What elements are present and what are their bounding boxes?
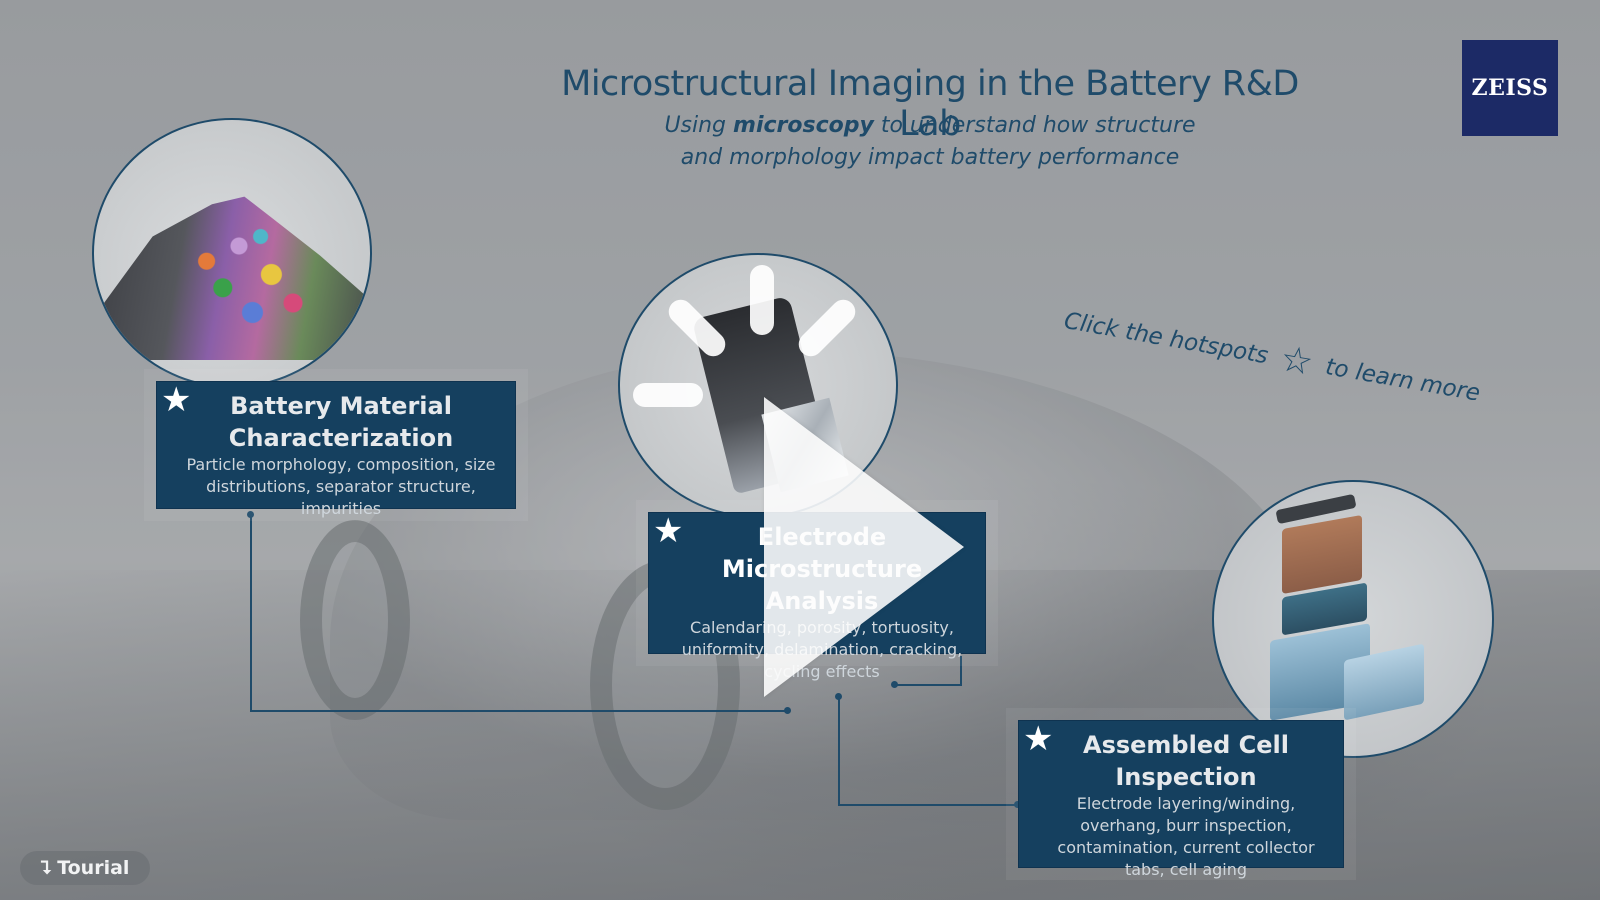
connector-dot bbox=[247, 511, 254, 518]
subtitle-pre: Using bbox=[664, 113, 727, 138]
spinner-ray bbox=[750, 265, 774, 335]
star-icon[interactable]: ★ bbox=[161, 380, 192, 420]
connector-line bbox=[838, 696, 840, 806]
zeiss-logo: ZEISS bbox=[1462, 40, 1558, 136]
hotspot-material-characterization[interactable]: ★ Battery Material Characterization Part… bbox=[156, 380, 516, 518]
connector-line bbox=[250, 514, 252, 712]
hotspot-heading: Assembled Cell Inspection bbox=[1083, 731, 1289, 791]
page-title: Microstructural Imaging in the Battery R… bbox=[561, 64, 1299, 144]
star-outline-icon: ☆ bbox=[1277, 338, 1317, 385]
connector-line bbox=[250, 710, 788, 712]
tourial-badge[interactable]: ⮧ Tourial bbox=[20, 851, 150, 885]
spinner-ray bbox=[663, 294, 731, 362]
connector-dot bbox=[784, 707, 791, 714]
hotspot-heading: Battery Material Characterization bbox=[228, 392, 454, 452]
subtitle-bold: microscopy bbox=[733, 113, 874, 138]
tourial-label: Tourial bbox=[57, 857, 130, 879]
assembled-cell-image bbox=[1212, 480, 1494, 758]
hotspot-description: Particle morphology, composition, size d… bbox=[186, 455, 496, 518]
cell-layer-copper bbox=[1282, 514, 1362, 595]
star-icon[interactable]: ★ bbox=[653, 511, 684, 551]
loading-spinner-icon bbox=[625, 265, 875, 465]
hotspot-description: Electrode layering/winding, overhang, bu… bbox=[1057, 794, 1315, 879]
tourial-logo-icon: ⮧ bbox=[40, 857, 52, 879]
connector-dot bbox=[1014, 801, 1021, 808]
page-subtitle: Using microscopy to understand how struc… bbox=[580, 110, 1280, 174]
subtitle-line2: and morphology impact battery performanc… bbox=[680, 145, 1180, 170]
connector-line bbox=[838, 804, 1018, 806]
subtitle-post: to understand how structure bbox=[880, 113, 1196, 138]
spinner-ray bbox=[633, 383, 703, 407]
star-icon[interactable]: ★ bbox=[1023, 719, 1054, 759]
play-button-icon[interactable] bbox=[764, 397, 964, 697]
material-particles-image bbox=[92, 118, 372, 388]
hotspot-cell-inspection[interactable]: ★ Assembled Cell Inspection Electrode la… bbox=[1018, 719, 1344, 879]
particle-pile-graphic bbox=[104, 196, 370, 360]
spinner-ray bbox=[793, 294, 861, 362]
